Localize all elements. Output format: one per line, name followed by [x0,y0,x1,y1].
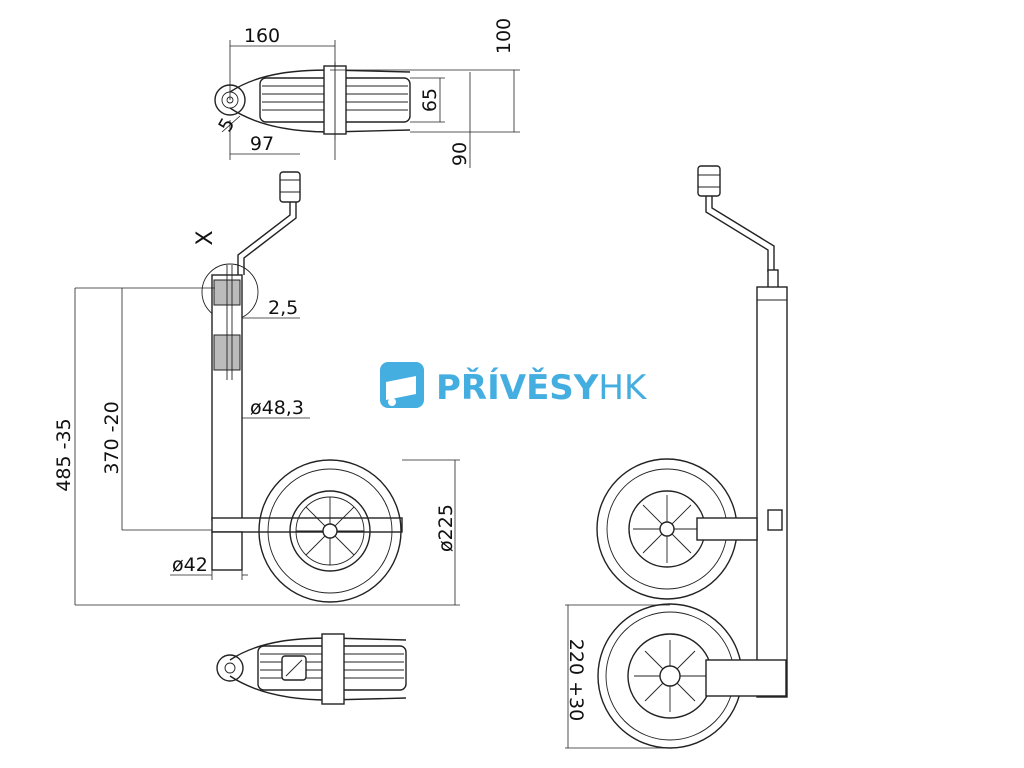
dim-100: 100 [493,18,515,54]
brand-name-bold: PŘÍVĚSY [436,367,599,408]
dim-225: ø225 [435,504,457,552]
top-view-lower [216,633,407,705]
dim-90: 90 [449,142,471,166]
top-view-upper [214,40,520,168]
dim-2-5: 2,5 [268,297,298,319]
dim-160: 160 [244,25,280,47]
side-view-right [565,165,788,749]
side-view-left [74,171,460,606]
dim-48-3: ø48,3 [250,397,304,419]
dim-65: 65 [419,88,441,112]
dim-220: 220 +30 [565,639,587,721]
detail-x-label: X [193,230,218,245]
brand-name-light: HK [598,368,648,408]
dim-42: ø42 [172,554,208,576]
dim-485: 485 -35 [53,418,75,491]
dim-5: 5 [214,114,239,135]
dim-97: 97 [250,133,274,155]
brand-logo: PŘÍVĚSYHK [380,362,648,408]
svg-text:PŘÍVĚSYHK: PŘÍVĚSYHK [436,367,648,408]
dim-370: 370 -20 [101,401,123,474]
